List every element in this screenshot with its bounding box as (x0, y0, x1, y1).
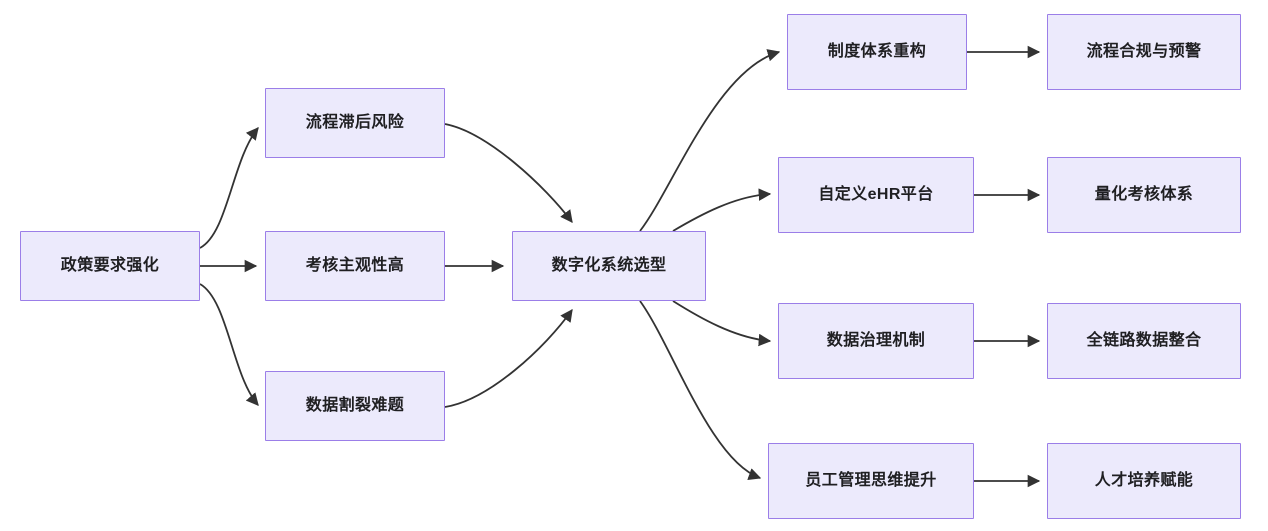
node-n8[interactable]: 数据治理机制 (778, 303, 974, 379)
node-label: 数字化系统选型 (551, 257, 667, 274)
node-label: 人才培养赋能 (1094, 472, 1194, 489)
node-label: 制度体系重构 (827, 43, 927, 60)
node-label: 自定义eHR平台 (818, 186, 934, 203)
node-n3[interactable]: 考核主观性高 (265, 231, 445, 301)
node-label: 流程合规与预警 (1086, 43, 1202, 60)
edge-n5-n6 (639, 49, 781, 232)
node-n13[interactable]: 人才培养赋能 (1047, 443, 1241, 519)
node-label: 数据割裂难题 (305, 397, 405, 414)
node-n12[interactable]: 全链路数据整合 (1047, 303, 1241, 379)
edge-n1-n2 (199, 127, 259, 249)
node-n6[interactable]: 制度体系重构 (787, 14, 967, 90)
node-n4[interactable]: 数据割裂难题 (265, 371, 445, 441)
node-label: 全链路数据整合 (1086, 332, 1202, 349)
edge-n4-n5 (444, 308, 573, 408)
node-label: 流程滞后风险 (305, 114, 405, 131)
edge-n5-n9 (639, 300, 762, 481)
edge-n5-n8 (672, 300, 772, 347)
node-n5[interactable]: 数字化系统选型 (512, 231, 706, 301)
edge-n1-n4 (199, 283, 259, 406)
node-label: 数据治理机制 (826, 332, 926, 349)
edge-n2-n5 (444, 123, 573, 224)
node-n7[interactable]: 自定义eHR平台 (778, 157, 974, 233)
node-n9[interactable]: 员工管理思维提升 (768, 443, 974, 519)
edge-n5-n7 (672, 188, 772, 232)
node-n11[interactable]: 量化考核体系 (1047, 157, 1241, 233)
node-n2[interactable]: 流程滞后风险 (265, 88, 445, 158)
node-label: 政策要求强化 (60, 257, 160, 274)
node-n1[interactable]: 政策要求强化 (20, 231, 200, 301)
node-label: 考核主观性高 (305, 257, 405, 274)
node-label: 员工管理思维提升 (805, 472, 937, 489)
node-n10[interactable]: 流程合规与预警 (1047, 14, 1241, 90)
node-label: 量化考核体系 (1094, 186, 1194, 203)
